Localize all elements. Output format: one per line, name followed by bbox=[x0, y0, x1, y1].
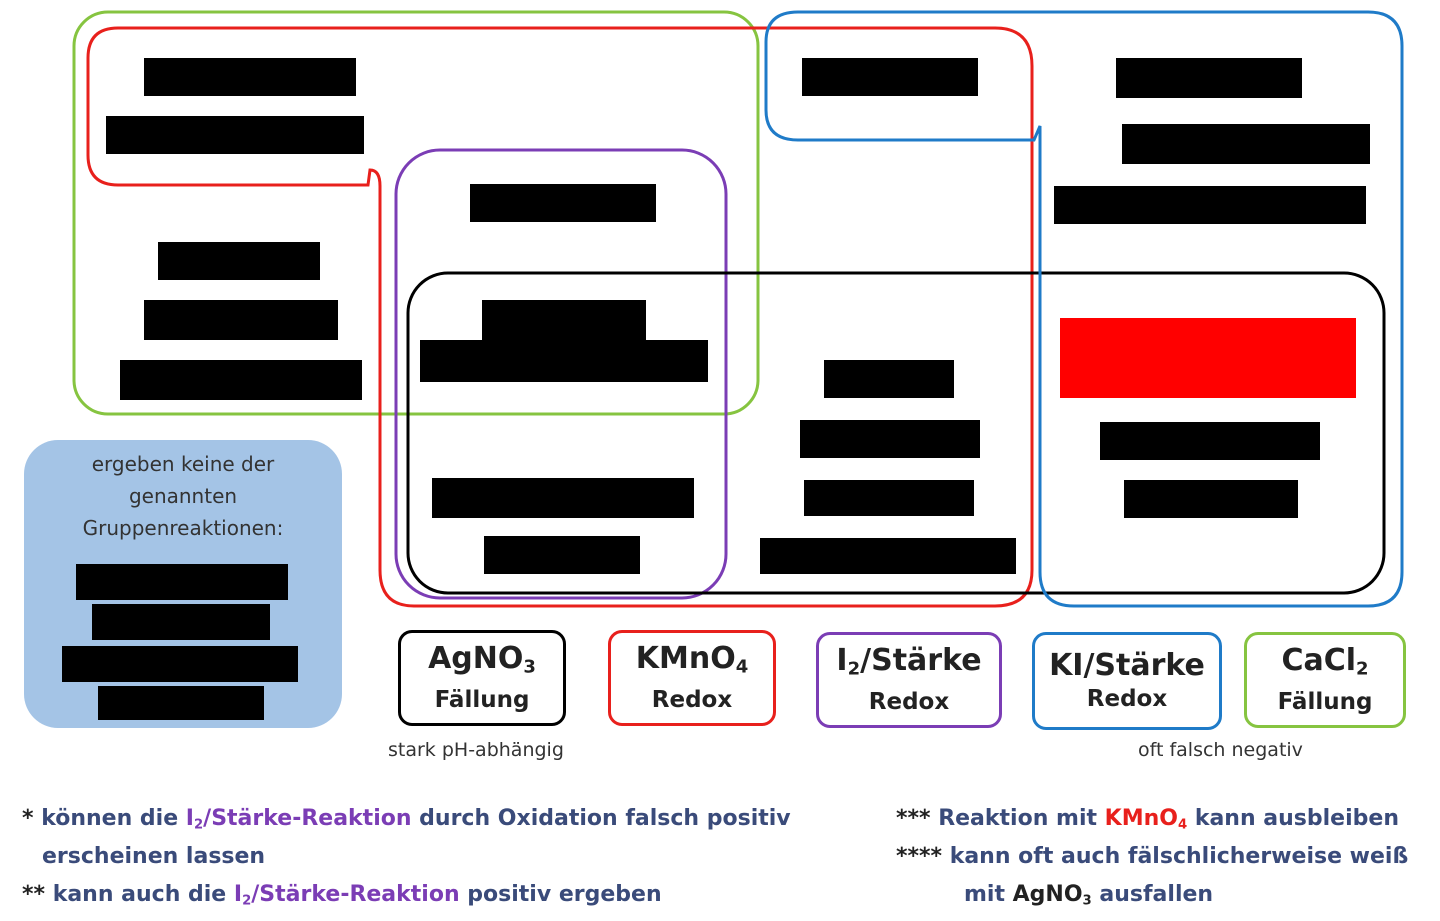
legend-ki-type: Redox bbox=[1086, 686, 1168, 712]
redacted-label bbox=[420, 340, 708, 382]
redacted-label bbox=[760, 538, 1016, 574]
redacted-label bbox=[1054, 186, 1366, 224]
no-reaction-heading-line: ergeben keine der bbox=[91, 452, 275, 476]
legend-i2: I2/Stärke Redox bbox=[816, 632, 1002, 728]
footnote-2: ** kann auch die I2/Stärke-Reaktion posi… bbox=[22, 876, 662, 920]
no-reaction-box: ergeben keine der genannten Gruppenreakt… bbox=[24, 440, 342, 728]
legend-i2-type: Redox bbox=[868, 689, 950, 716]
ki-region-outline bbox=[764, 10, 1404, 608]
footnote-4: **** kann oft auch fälschlicherweise wei… bbox=[896, 838, 1408, 876]
kmno4-region-outline bbox=[86, 26, 1034, 608]
agno3-caption: stark pH-abhängig bbox=[388, 739, 564, 761]
highlighted-redacted-label bbox=[1060, 318, 1356, 398]
footnote-3-text: Reaktion mit KMnO4 kann ausbleiben bbox=[938, 806, 1399, 833]
redacted-label bbox=[432, 478, 694, 518]
redacted-label bbox=[98, 686, 264, 720]
redacted-label bbox=[470, 184, 656, 222]
redacted-label bbox=[158, 242, 320, 280]
legend-agno3-type: Fällung bbox=[434, 687, 530, 714]
redacted-label bbox=[804, 480, 974, 516]
redacted-label bbox=[824, 360, 954, 398]
footnote-3: *** Reaktion mit KMnO4 kann ausbleiben bbox=[896, 800, 1399, 844]
no-reaction-heading-line: Gruppenreaktionen: bbox=[82, 516, 284, 540]
footnote-1-line2: erscheinen lassen bbox=[42, 844, 266, 869]
legend-ki-formula: KI/Stärke bbox=[1049, 648, 1205, 683]
legend-ki: KI/Stärke Redox bbox=[1032, 632, 1222, 730]
redacted-label bbox=[76, 564, 288, 600]
footnote-3-stars: *** bbox=[896, 806, 931, 831]
redacted-label bbox=[482, 300, 646, 342]
redacted-label bbox=[1122, 124, 1370, 164]
footnote-4-text: kann oft auch fälschlicherweise weiß bbox=[949, 844, 1409, 869]
legend-kmno4-formula: KMnO4 bbox=[635, 640, 749, 678]
redacted-label bbox=[92, 604, 270, 640]
legend-cacl2-type: Fällung bbox=[1277, 689, 1373, 716]
redacted-label bbox=[120, 360, 362, 400]
footnote-4-line2: mit AgNO3 ausfallen bbox=[964, 882, 1214, 909]
redacted-label bbox=[106, 116, 364, 154]
agno3-region-outline bbox=[406, 271, 1386, 595]
legend-i2-formula: I2/Stärke bbox=[836, 642, 982, 680]
footnote-4-stars: **** bbox=[896, 844, 943, 869]
legend-kmno4-type: Redox bbox=[651, 687, 733, 714]
footnote-1-text: können die I2/Stärke-Reaktion durch Oxid… bbox=[41, 806, 791, 833]
no-reaction-heading-line: genannten bbox=[128, 484, 238, 508]
redacted-label bbox=[144, 300, 338, 340]
i2-region-outline bbox=[394, 148, 728, 600]
ki-caption: oft falsch negativ bbox=[1138, 739, 1303, 761]
legend-kmno4: KMnO4 Redox bbox=[608, 630, 776, 726]
redacted-label bbox=[144, 58, 356, 96]
redacted-label bbox=[800, 420, 980, 458]
legend-cacl2: CaCl2 Fällung bbox=[1244, 632, 1406, 728]
cacl2-region-outline bbox=[72, 10, 760, 416]
footnote-1-stars: * bbox=[22, 806, 34, 831]
no-reaction-heading: ergeben keine der genannten Gruppenreakt… bbox=[24, 448, 342, 544]
footnote-2-text: kann auch die I2/Stärke-Reaktion positiv… bbox=[52, 882, 662, 909]
redacted-label bbox=[62, 646, 298, 682]
redacted-label bbox=[1116, 58, 1302, 98]
legend-agno3-formula: AgNO3 bbox=[428, 640, 536, 678]
legend-agno3: AgNO3 Fällung bbox=[398, 630, 566, 726]
footnote-2-stars: ** bbox=[22, 882, 46, 907]
redacted-label bbox=[1100, 422, 1320, 460]
redacted-label bbox=[484, 536, 640, 574]
redacted-label bbox=[1124, 480, 1298, 518]
redacted-label bbox=[802, 58, 978, 96]
legend-cacl2-formula: CaCl2 bbox=[1281, 642, 1369, 680]
footnote-1: * können die I2/Stärke-Reaktion durch Ox… bbox=[22, 800, 791, 844]
